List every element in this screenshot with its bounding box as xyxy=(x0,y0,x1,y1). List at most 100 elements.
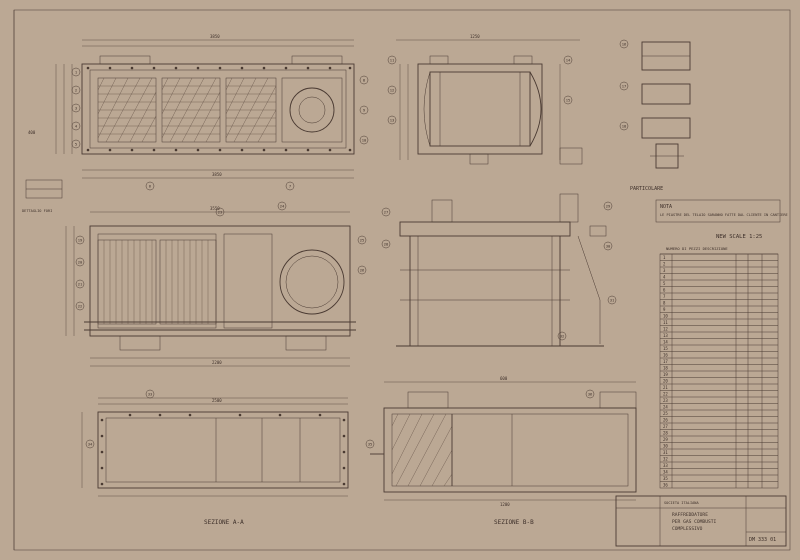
parts-row-number: 10 xyxy=(663,314,668,319)
parts-row-number: 9 xyxy=(663,307,666,312)
callout-circle xyxy=(85,439,95,449)
callout-circle xyxy=(387,55,397,65)
callout-circle xyxy=(365,439,375,449)
callout-number: 28 xyxy=(384,241,389,246)
callout-circle xyxy=(563,55,573,65)
callout-number: 12 xyxy=(390,87,395,92)
callout-circle xyxy=(603,241,613,251)
dim-elev-bottom: 2200 xyxy=(212,360,222,365)
callout-number: 10 xyxy=(362,137,367,142)
parts-row-number: 4 xyxy=(663,275,666,280)
callout-number: 8 xyxy=(363,77,366,82)
dim-plan-bottom: 3850 xyxy=(212,172,222,177)
callout-number: 24 xyxy=(280,203,285,208)
callout-circle xyxy=(381,239,391,249)
callout-circle xyxy=(277,201,287,211)
callout-number: 11 xyxy=(390,57,395,62)
parts-row-number: 32 xyxy=(663,457,668,462)
parts-row-number: 16 xyxy=(663,353,668,358)
parts-row-number: 8 xyxy=(663,301,666,306)
parts-row-number: 30 xyxy=(663,444,668,449)
title-line-3: COMPLESSIVO xyxy=(672,526,703,532)
callout-circle xyxy=(619,81,629,91)
detail-views xyxy=(641,41,691,169)
callout-circle xyxy=(607,295,617,305)
callout-number: 34 xyxy=(88,441,93,446)
callout-circle xyxy=(359,105,369,115)
callout-circle xyxy=(387,115,397,125)
parts-row-number: 28 xyxy=(663,431,668,436)
callout-number: 7 xyxy=(289,183,291,188)
callout-number: 36 xyxy=(588,391,593,396)
callout-circle xyxy=(619,39,629,49)
drawing-number: DM 333 01 xyxy=(749,537,776,543)
parts-row-number: 24 xyxy=(663,405,668,410)
callout-number: 1 xyxy=(75,69,78,74)
parts-row-number: 23 xyxy=(663,398,668,403)
callout-number: 27 xyxy=(384,209,389,214)
callout-number: 9 xyxy=(363,107,366,112)
note-box xyxy=(655,199,781,223)
parts-row-number: 26 xyxy=(663,418,668,423)
parts-row-number: 5 xyxy=(663,281,666,286)
callout-number: 4 xyxy=(75,123,78,128)
parts-row-number: 1 xyxy=(663,255,666,260)
callout-circle xyxy=(619,121,629,131)
parts-row-number: 7 xyxy=(663,294,666,299)
callout-circle xyxy=(585,389,595,399)
callout-circle xyxy=(563,95,573,105)
note-text: LE PIASTRE DEL TELAIO SARANNO FATTE DAL … xyxy=(660,213,788,217)
parts-row-number: 34 xyxy=(663,470,668,475)
callout-number: 3 xyxy=(75,105,77,110)
title-line-2: PER GAS COMBUSTI xyxy=(672,519,716,525)
parts-row-number: 2 xyxy=(663,262,666,267)
callout-number: 31 xyxy=(610,297,615,302)
top-plan-view xyxy=(55,39,355,179)
dim-top-overall: 3850 xyxy=(210,34,220,39)
callout-number: 29 xyxy=(606,203,611,208)
parts-row-number: 21 xyxy=(663,385,668,390)
parts-row-number: 3 xyxy=(663,268,666,273)
callout-circle xyxy=(75,235,85,245)
callout-circle xyxy=(145,389,155,399)
parts-row-number: 33 xyxy=(663,463,668,468)
callout-number: 13 xyxy=(390,117,395,122)
callout-number: 20 xyxy=(78,259,83,264)
parts-row-number: 20 xyxy=(663,379,668,384)
callout-number: 30 xyxy=(606,243,611,248)
callout-circle xyxy=(145,181,155,191)
callout-circle xyxy=(285,181,295,191)
section-a-label: SEZIONE A-A xyxy=(204,519,244,526)
callout-circle xyxy=(215,207,225,217)
parts-row-number: 29 xyxy=(663,437,668,442)
parts-row-number: 18 xyxy=(663,366,668,371)
dim-sec-a-top: 2500 xyxy=(212,398,222,403)
callout-number: 14 xyxy=(566,57,571,62)
callout-circle xyxy=(75,257,85,267)
bolt-detail xyxy=(25,179,63,199)
note-label: NOTA xyxy=(660,204,672,210)
callout-number: 25 xyxy=(360,237,365,242)
callout-number: 21 xyxy=(78,281,83,286)
parts-row-number: 11 xyxy=(663,320,668,325)
callout-number: 32 xyxy=(560,333,565,338)
callout-circle xyxy=(71,85,81,95)
parts-row-number: 35 xyxy=(663,476,668,481)
callout-circle xyxy=(71,121,81,131)
callout-number: 16 xyxy=(622,41,627,46)
callout-circle xyxy=(71,67,81,77)
cross-section-frame xyxy=(396,193,607,347)
title-block xyxy=(615,495,787,547)
dim-side-top: 1250 xyxy=(470,34,480,39)
section-b-b xyxy=(370,381,637,501)
detail-label: PARTICOLARE xyxy=(630,186,663,192)
dim-sec-b-bottom: 1200 xyxy=(500,502,510,507)
callout-number: 5 xyxy=(75,141,77,146)
callout-circle xyxy=(71,103,81,113)
callout-circle xyxy=(381,207,391,217)
company-name: SOCIETA ITALIANA xyxy=(664,501,699,505)
section-b-label: SEZIONE B-B xyxy=(494,519,534,526)
callout-number: 33 xyxy=(148,391,153,396)
